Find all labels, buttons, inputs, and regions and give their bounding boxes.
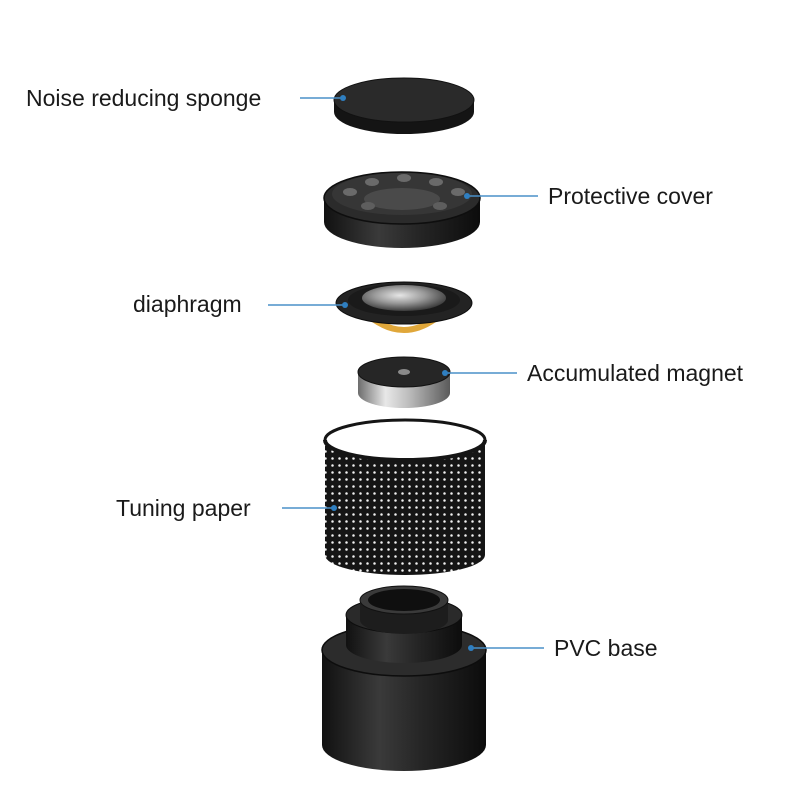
- tuning-paper-part: [323, 418, 487, 575]
- pvc-base-part: [321, 585, 487, 771]
- protective-cover-part: [323, 171, 481, 248]
- leader-lines: [268, 95, 544, 651]
- diaphragm-pointer-dot: [342, 302, 348, 308]
- protective-cover-label: Protective cover: [548, 183, 713, 209]
- tuning-paper-label: Tuning paper: [116, 495, 251, 521]
- tuning-pointer-dot: [331, 505, 337, 511]
- diaphragm-part: [335, 281, 473, 333]
- sponge-pointer-dot: [340, 95, 346, 101]
- magnet-part: [357, 356, 451, 408]
- pvc-base-label: PVC base: [554, 635, 658, 661]
- diaphragm-label: diaphragm: [133, 291, 242, 317]
- sponge-part: [333, 77, 475, 134]
- base-pointer-dot: [468, 645, 474, 651]
- magnet-label: Accumulated magnet: [527, 360, 744, 386]
- cover-pointer-dot: [464, 193, 470, 199]
- magnet-pointer-dot: [442, 370, 448, 376]
- sponge-label: Noise reducing sponge: [26, 85, 262, 111]
